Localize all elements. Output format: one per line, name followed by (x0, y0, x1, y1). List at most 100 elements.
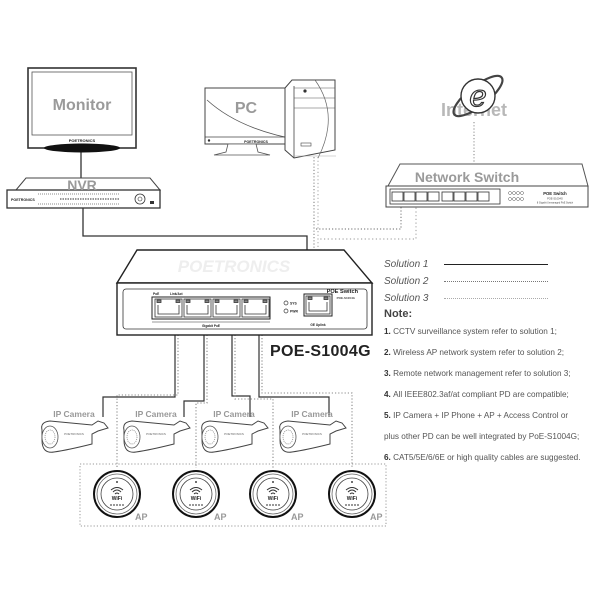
poe-port-4[interactable] (241, 298, 270, 318)
nvr[interactable]: NVR POETRONICS (6, 177, 162, 209)
line-netswitch-pc-2 (319, 204, 417, 240)
note-item: 5. IP Camera + IP Phone + AP + Access Co… (384, 410, 599, 431)
note-item: 1. CCTV surveillance system refer to sol… (384, 326, 599, 347)
note-text: plus other PD can be well integrated by … (384, 432, 580, 441)
uplink-label: GE Uplink (310, 323, 325, 327)
camera-brand: POETRONICS (64, 432, 84, 436)
camera-brand: POETRONICS (302, 432, 322, 436)
ap-label: AP (370, 512, 383, 522)
ap-label: AP (135, 512, 148, 522)
line-port4-camera4 (258, 322, 330, 417)
camera-brand: POETRONICS (224, 432, 244, 436)
camera-lens-icon (123, 425, 141, 449)
legend-solution-2: Solution 2 (384, 273, 594, 290)
line-port2-camera2 (183, 322, 205, 417)
notes: Note: 1. CCTV surveillance system refer … (384, 308, 599, 473)
note-text: CAT5/5E/6/6E or high quality cables are … (393, 453, 581, 462)
note-item: 4. All IEEE802.3af/at compliant PD are c… (384, 389, 599, 410)
camera-lens-icon (279, 425, 297, 449)
line-port3-ap3 (234, 322, 274, 468)
note-number: 4. (384, 390, 394, 399)
note-item: 3. Remote network management refer to so… (384, 368, 599, 389)
poe-port-3[interactable] (212, 298, 241, 318)
camera-label: IP Camera (135, 409, 177, 419)
wifi-badge: WiFi (191, 496, 202, 502)
model-caption: POE-S1004G (270, 343, 371, 360)
wifi-icon (110, 487, 124, 495)
network-switch-label: Network Switch (415, 169, 519, 185)
poe-switch[interactable]: POETRONICS PoE Link/Act Giga (115, 249, 374, 336)
ap-label: AP (214, 512, 227, 522)
legend-label: Solution 3 (384, 293, 429, 304)
note-number: 1. (384, 327, 394, 336)
poe-port-2[interactable] (183, 298, 212, 318)
note-text: CCTV surveillance system refer to soluti… (393, 327, 557, 336)
camera-body (201, 420, 269, 453)
connections (79, 122, 475, 527)
note-item: plus other PD can be well integrated by … (384, 431, 599, 452)
camera-body (279, 420, 347, 453)
camera-lens-icon (201, 425, 219, 449)
legend-solution-3: Solution 3 (384, 290, 594, 307)
internet[interactable]: Internet e (441, 70, 508, 123)
nvr-label: NVR (67, 177, 97, 193)
note-number: 3. (384, 369, 394, 378)
led-sys-icon (283, 300, 289, 306)
poe-ports (151, 296, 271, 320)
poe-switch-watermark: POETRONICS (178, 257, 291, 276)
led-pwr-label: PWR (290, 310, 298, 314)
legend: Solution 1 Solution 2 Solution 3 (384, 256, 594, 307)
poe-port-label-poe: PoE (153, 292, 159, 296)
camera-lens-icon (41, 425, 59, 449)
legend-label: Solution 2 (384, 276, 429, 287)
pc[interactable]: PC POETRONICS (204, 79, 336, 159)
network-switch[interactable]: Network Switch POE Switch POE-S1004G 8 G… (385, 163, 589, 208)
note-text: Remote network management refer to solut… (393, 369, 571, 378)
poe-group-label: Gigabit PoE (202, 324, 220, 328)
ap-label: AP (291, 512, 304, 522)
note-item: 6. CAT5/5E/6/6E or high quality cables a… (384, 452, 599, 473)
ap-group-box (79, 463, 387, 527)
line-port4-ap4 (261, 322, 353, 468)
network-switch-ports (391, 191, 490, 202)
internet-explorer-icon: e (452, 74, 504, 118)
network-switch-panel-title: POE Switch (543, 191, 567, 196)
wifi-icon (266, 487, 280, 495)
note-text: All IEEE802.3af/at compliant PD are comp… (393, 390, 569, 399)
note-number: 6. (384, 453, 394, 462)
pc-label: PC (235, 100, 258, 117)
wifi-icon (345, 487, 359, 495)
legend-line-solid (444, 264, 548, 265)
line-port2-ap2 (195, 322, 208, 468)
poe-panel-title: POE Switch (327, 289, 359, 295)
wifi-badge: WiFi (268, 496, 279, 502)
camera-label: IP Camera (213, 409, 255, 419)
nvr-brand: POETRONICS (11, 198, 35, 202)
notes-title: Note: (384, 308, 413, 320)
line-port3-camera3 (231, 322, 251, 417)
network-switch-panel-desc: 8 Gigabit Unmanaged PoE Switch (537, 202, 574, 205)
line-netswitch-pc (316, 204, 402, 230)
camera-label: IP Camera (291, 409, 333, 419)
poe-port-1[interactable] (154, 298, 183, 318)
legend-label: Solution 1 (384, 259, 429, 270)
camera-label: IP Camera (53, 409, 95, 419)
monitor[interactable]: Monitor POETRONICS (27, 67, 137, 153)
pc-brand: POETRONICS (244, 140, 268, 144)
monitor-stand (44, 143, 120, 153)
note-number: 2. (384, 348, 394, 357)
svg-text:e: e (469, 79, 487, 114)
led-sys-label: SYS (290, 302, 298, 306)
note-text: Wireless AP network system refer to solu… (393, 348, 565, 357)
uplink-port[interactable] (303, 293, 333, 317)
